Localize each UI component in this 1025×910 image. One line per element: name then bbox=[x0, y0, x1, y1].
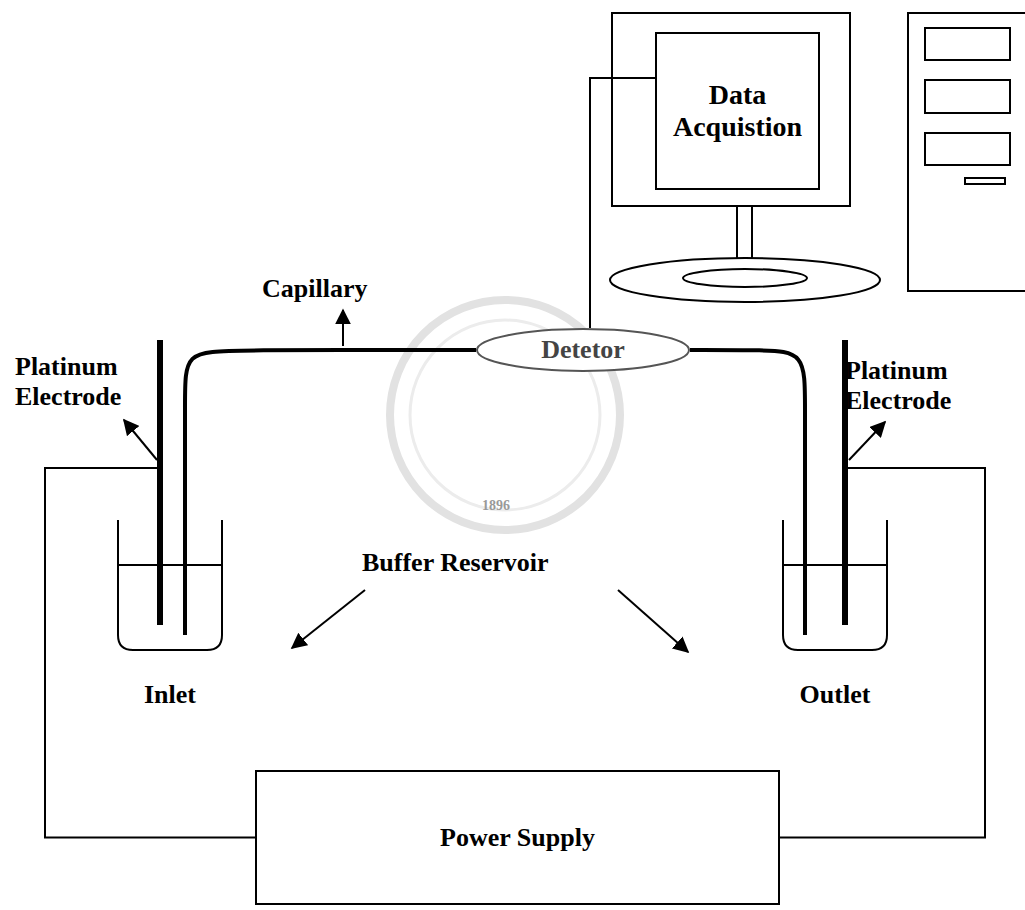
node-text: Data Acquistion bbox=[667, 79, 808, 143]
drive-bay bbox=[925, 133, 1010, 165]
beaker-outline bbox=[780, 510, 890, 655]
capillary-end bbox=[803, 505, 807, 635]
computer-tower bbox=[908, 13, 1025, 291]
monitor-base bbox=[610, 258, 880, 302]
reservoir-label: Buffer Reservoir bbox=[362, 548, 549, 578]
beaker-outline bbox=[115, 510, 225, 655]
outlet-reservoir: Outlet bbox=[780, 510, 890, 710]
leader-arrow bbox=[124, 420, 157, 460]
beaker-wall bbox=[118, 520, 222, 650]
leader-arrow bbox=[292, 590, 365, 648]
power-supply-box: Power Supply bbox=[255, 770, 780, 905]
signal-cable bbox=[590, 78, 655, 328]
monitor-screen: Data Acquistion bbox=[655, 32, 820, 190]
electrode-label: Platinum Electrode bbox=[15, 352, 165, 412]
capillary-tube bbox=[185, 350, 476, 510]
leader-arrow bbox=[618, 590, 688, 652]
monitor-base-inner bbox=[683, 269, 807, 287]
watermark-year: 1896 bbox=[482, 498, 510, 514]
capillary-label: Capillary bbox=[262, 274, 367, 304]
node-text: Inlet bbox=[144, 680, 196, 710]
beaker-wall bbox=[783, 520, 887, 650]
buffer-level bbox=[783, 564, 887, 566]
drive-slot bbox=[965, 178, 1005, 184]
monitor-stand bbox=[751, 206, 753, 265]
capillary-tube bbox=[690, 350, 805, 510]
detector-ellipse-outline bbox=[477, 329, 689, 371]
node-text: Outlet bbox=[800, 680, 871, 710]
drive-bay bbox=[925, 80, 1010, 113]
node-text: Detetor bbox=[541, 335, 625, 365]
monitor-frame bbox=[612, 13, 850, 206]
node-text: Power Supply bbox=[440, 823, 595, 853]
drive-bay bbox=[925, 28, 1010, 60]
leader-arrow bbox=[342, 310, 344, 346]
power-wire bbox=[780, 468, 985, 838]
monitor-stand bbox=[736, 206, 738, 265]
electrode-label: Platinum Electrode bbox=[845, 356, 1005, 416]
power-wire bbox=[45, 468, 255, 838]
inlet-reservoir: Inlet bbox=[115, 510, 225, 710]
capillary-end bbox=[183, 505, 187, 635]
leader-arrow bbox=[849, 422, 885, 460]
buffer-level bbox=[118, 564, 222, 566]
detector-ellipse: Detetor bbox=[476, 328, 690, 372]
